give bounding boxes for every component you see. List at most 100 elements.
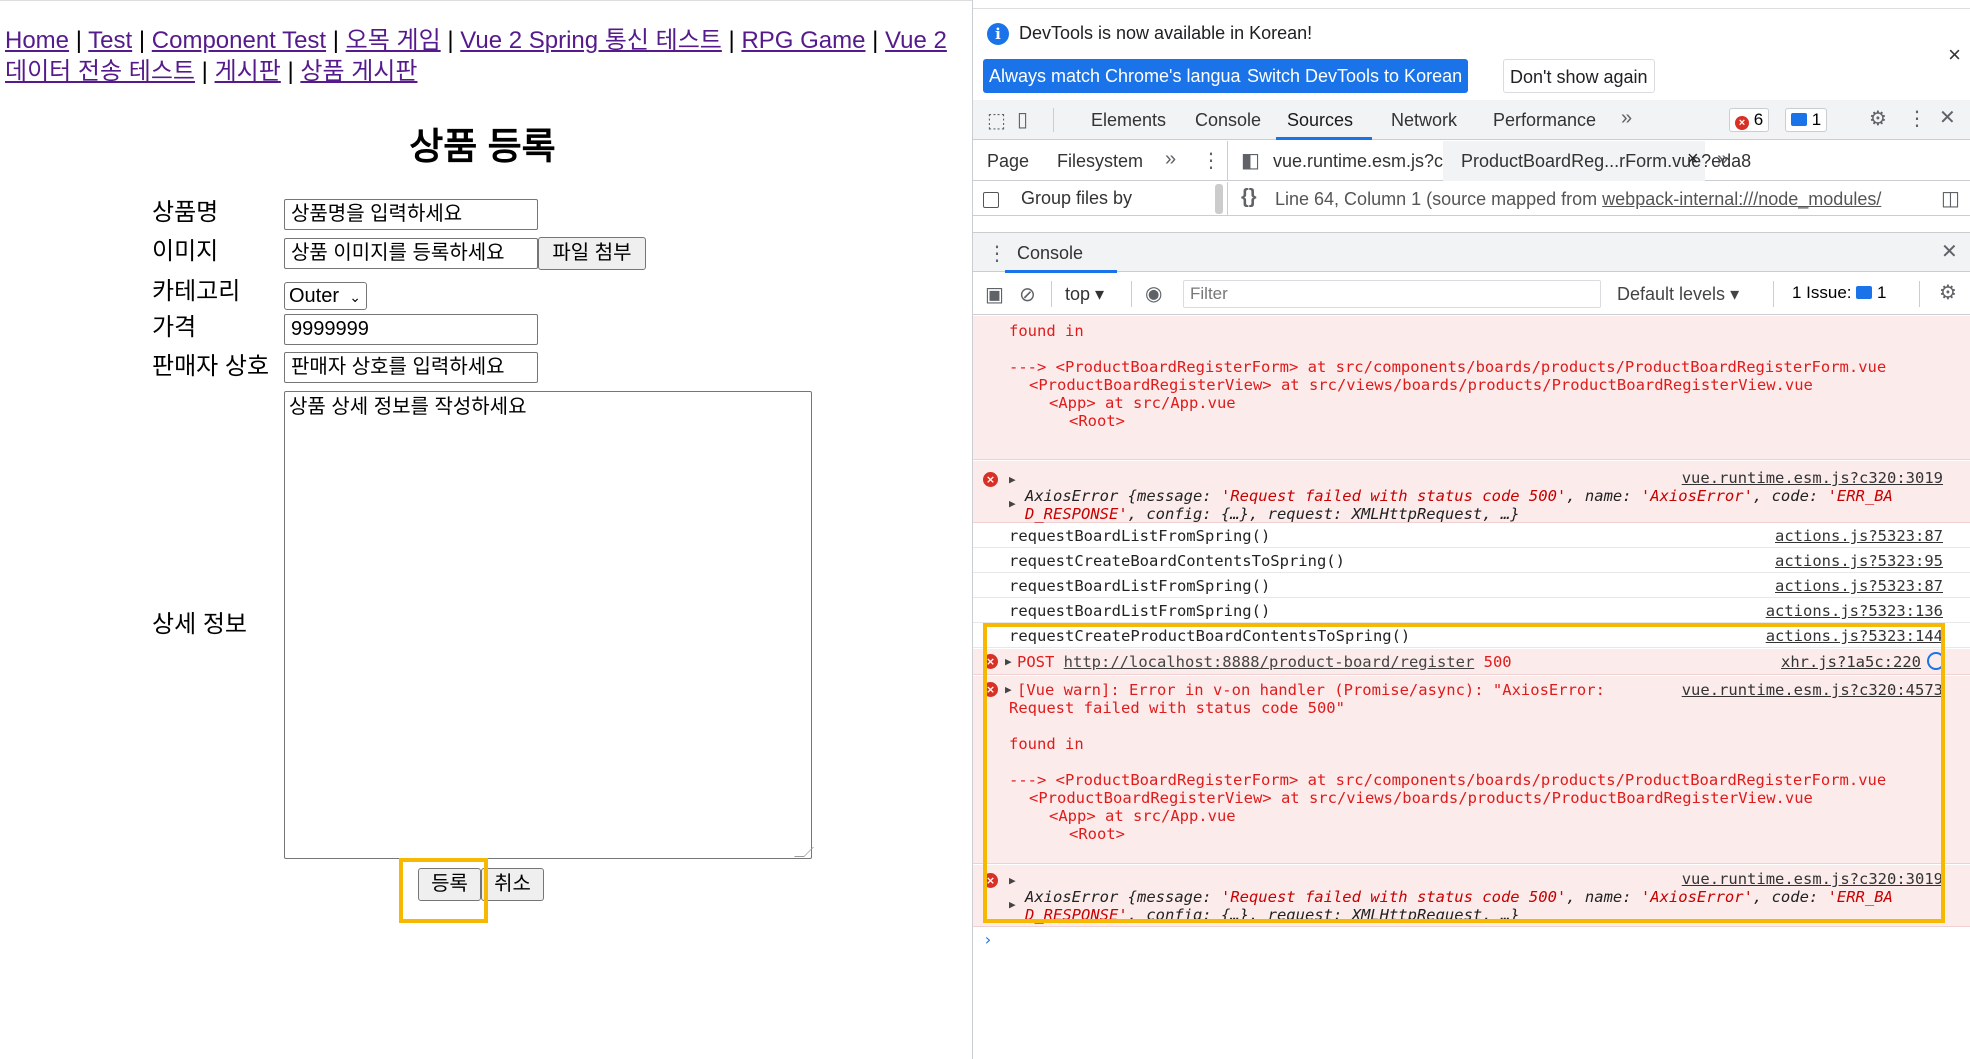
gear-icon[interactable]: ⚙ — [1869, 108, 1887, 130]
sources-tab-page[interactable]: Page — [987, 151, 1030, 171]
cancel-button[interactable]: 취소 — [481, 868, 544, 901]
seller-input[interactable]: 판매자 상호를 입력하세요 — [284, 352, 538, 383]
pretty-print-icon[interactable]: {} — [1241, 186, 1257, 208]
log-text: requestCreateProductBoardContentsToSprin… — [1009, 627, 1411, 645]
detail-textarea[interactable]: 상품 상세 정보를 작성하세요 — [284, 391, 814, 859]
active-tab-indicator — [1005, 270, 1117, 273]
product-name-input[interactable]: 상품명을 입력하세요 — [284, 199, 538, 230]
source-link[interactable]: actions.js?5323:95 — [1775, 552, 1943, 570]
expand-arrow-icon[interactable]: ▶ — [1005, 655, 1012, 668]
source-link[interactable]: xhr.js?1a5c:220 — [1781, 653, 1921, 671]
console-error-row: found in ---> <ProductBoardRegisterForm>… — [973, 316, 1970, 460]
dont-show-again-button[interactable]: Don't show again — [1503, 59, 1655, 93]
price-input[interactable]: 9999999 — [284, 314, 538, 345]
tab-console[interactable]: Console — [1195, 110, 1262, 130]
nav-link-product-board[interactable]: 상품 게시판 — [300, 58, 418, 85]
issues-badge[interactable]: 1 Issue: 1 — [1787, 282, 1892, 306]
log-text: requestBoardListFromSpring() — [1009, 527, 1271, 545]
cursor-position-status: Line 64, Column 1 (source mapped from we… — [1275, 189, 1882, 209]
category-select[interactable]: Outer ⌄ — [284, 282, 367, 310]
log-levels-dropdown[interactable]: Default levels ▾ — [1617, 284, 1740, 304]
source-link[interactable]: actions.js?5323:136 — [1765, 602, 1943, 620]
drawer-tab-console[interactable]: Console — [1017, 243, 1084, 263]
toggle-sidebar-icon[interactable]: ◫ — [1941, 188, 1960, 210]
close-tab-icon[interactable]: × — [1687, 148, 1699, 170]
toggle-navigator-icon[interactable]: ◧ — [1241, 150, 1260, 172]
clear-console-icon[interactable]: ⊘ — [1019, 284, 1036, 306]
eye-icon[interactable]: ◉ — [1145, 283, 1163, 305]
seller-label: 판매자 상호 — [152, 353, 270, 380]
attach-file-button[interactable]: 파일 첨부 — [538, 237, 646, 270]
file-tab-product-board-form[interactable]: ProductBoardReg...rForm.vue?eda8 — [1461, 151, 1752, 171]
expand-arrow-icon[interactable]: ▶ — [1009, 473, 1016, 486]
divider — [1131, 281, 1132, 307]
switch-korean-button[interactable]: Switch DevTools to Korean — [1241, 59, 1469, 93]
message-icon — [1856, 286, 1873, 299]
match-language-button[interactable]: Always match Chrome's language — [983, 59, 1267, 93]
more-tabs-icon[interactable]: » — [1165, 148, 1177, 170]
nav-link-rpg[interactable]: RPG Game — [741, 27, 866, 54]
tab-performance[interactable]: Performance — [1493, 110, 1597, 130]
more-tabs-icon[interactable]: » — [1717, 148, 1729, 170]
error-count-badge[interactable]: × 6 — [1729, 108, 1770, 132]
close-devtools-icon[interactable]: ✕ — [1939, 107, 1956, 129]
nav-link-component-test[interactable]: Component Test — [151, 27, 327, 54]
tab-network[interactable]: Network — [1391, 110, 1458, 130]
source-link[interactable]: vue.runtime.esm.js?c320:3019 — [1681, 469, 1943, 487]
source-link[interactable]: actions.js?5323:144 — [1765, 627, 1943, 645]
kebab-menu-icon[interactable]: ⋮ — [1907, 108, 1927, 130]
source-link[interactable]: actions.js?5323:87 — [1775, 577, 1943, 595]
console-error-row: × ▶ POST http://localhost:8888/product-b… — [973, 649, 1970, 675]
file-tab-vue-runtime[interactable]: vue.runtime.esm.js?c320 — [1273, 151, 1474, 171]
register-button[interactable]: 등록 — [418, 868, 481, 901]
nav-link-home[interactable]: Home — [5, 27, 70, 54]
filter-input[interactable]: Filter — [1183, 280, 1601, 308]
trace-line: <App> at src/App.vue — [1049, 807, 1236, 825]
more-tabs-icon[interactable]: » — [1621, 107, 1633, 129]
source-link[interactable]: actions.js?5323:87 — [1775, 527, 1943, 545]
expand-arrow-icon[interactable]: ▶ — [1009, 497, 1016, 510]
sources-navbar: Page Filesystem » ⋮ ◧ vue.runtime.esm.js… — [973, 141, 1970, 181]
console-error-row: × ▶ vue.runtime.esm.js?c320:3019 ▶ Axios… — [973, 461, 1970, 523]
context-select[interactable]: top ▾ — [1065, 284, 1105, 304]
expand-arrow-icon[interactable]: ▶ — [1005, 683, 1012, 696]
trace-line: <Root> — [1069, 412, 1125, 430]
scrollbar[interactable] — [1215, 184, 1223, 214]
nav-link-test[interactable]: Test — [88, 27, 133, 54]
console-prompt-icon[interactable]: › — [983, 930, 993, 949]
nav-link-vue-data[interactable]: Vue 2 데이터 전송 테스트 — [5, 27, 947, 85]
sources-tab-filesystem[interactable]: Filesystem — [1057, 151, 1144, 171]
detail-label: 상세 정보 — [152, 611, 247, 638]
inspect-element-icon[interactable]: ⬚ — [987, 110, 1006, 132]
tab-sources[interactable]: Sources — [1287, 110, 1354, 130]
expand-arrow-icon[interactable]: ▶ — [1009, 874, 1016, 887]
message-count-badge[interactable]: 1 — [1785, 108, 1828, 132]
devtools-panel: i DevTools is now available in Korean! A… — [972, 0, 1970, 1059]
vue-warn-text: Request failed with status code 500" — [1009, 699, 1345, 717]
kebab-menu-icon[interactable]: ⋮ — [1201, 150, 1221, 172]
source-link[interactable]: vue.runtime.esm.js?c320:4573 — [1681, 681, 1943, 699]
gear-icon[interactable]: ⚙ — [1939, 282, 1957, 304]
image-label: 이미지 — [152, 238, 219, 265]
nav-link-omok[interactable]: 오목 게임 — [345, 27, 441, 54]
console-error-row: × ▶ [Vue warn]: Error in v-on handler (P… — [973, 676, 1970, 864]
nav-link-vue-spring[interactable]: Vue 2 Spring 통신 테스트 — [460, 27, 722, 54]
close-icon[interactable]: × — [1948, 42, 1961, 67]
product-name-label: 상품명 — [152, 199, 219, 226]
axios-error-line: AxiosError {message: 'Request failed wit… — [1025, 487, 1893, 505]
source-link[interactable]: vue.runtime.esm.js?c320:3019 — [1681, 870, 1943, 888]
tab-elements[interactable]: Elements — [1091, 110, 1167, 130]
sidebar-toggle-icon[interactable]: ▣ — [985, 284, 1004, 306]
device-toggle-icon[interactable]: ▯ — [1017, 109, 1029, 131]
expand-arrow-icon[interactable]: ▶ — [1009, 898, 1016, 911]
language-banner: i DevTools is now available in Korean! A… — [973, 8, 1970, 98]
nav-link-board[interactable]: 게시판 — [214, 58, 281, 85]
group-files-checkbox[interactable] — [983, 192, 999, 208]
message-count: 1 — [1811, 110, 1822, 129]
image-input[interactable]: 상품 이미지를 등록하세요 — [284, 238, 538, 269]
close-drawer-icon[interactable]: ✕ — [1941, 241, 1958, 263]
resize-grip-icon[interactable] — [794, 847, 814, 857]
kebab-menu-icon[interactable]: ⋮ — [987, 243, 1007, 265]
divider — [1051, 281, 1052, 307]
nav-separator: | — [872, 27, 879, 54]
